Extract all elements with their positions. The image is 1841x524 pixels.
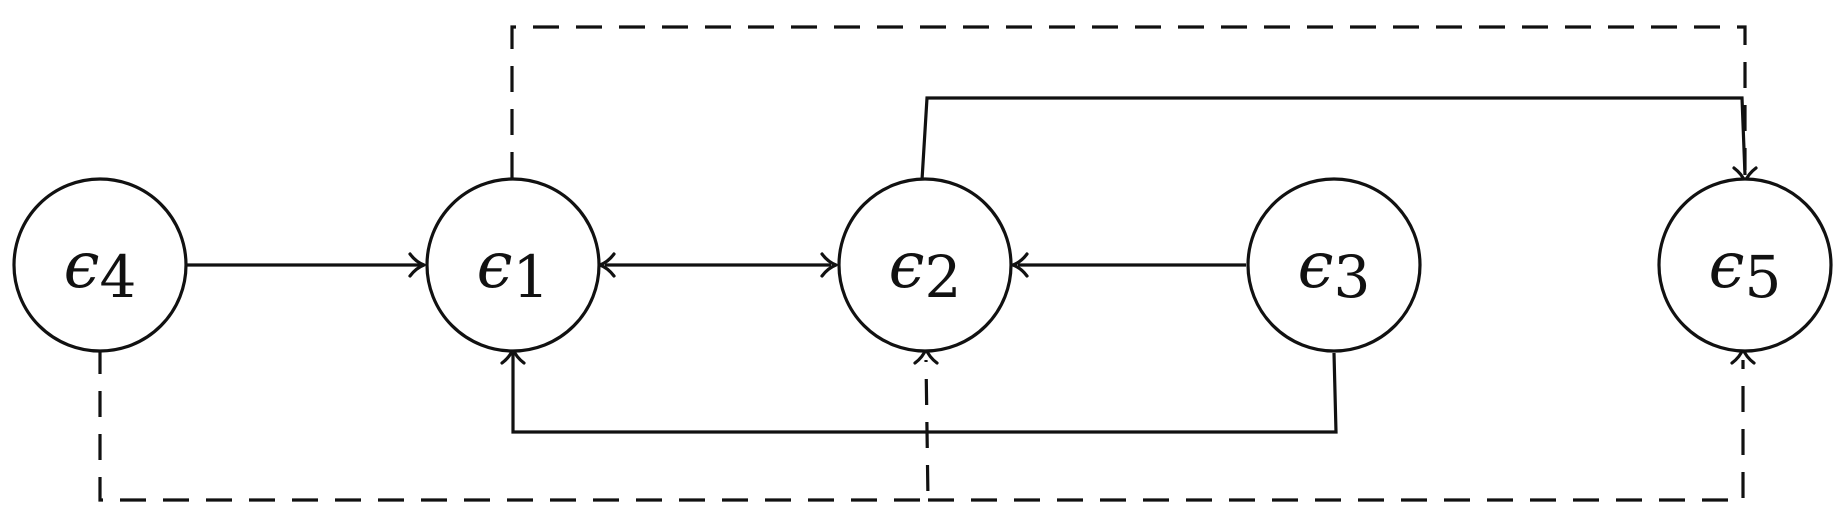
svg-text:ϵ4: ϵ4 — [64, 229, 137, 311]
edge-e2-e5 — [920, 96, 1747, 181]
edge-e1-e5-dashed — [510, 25, 1747, 178]
node-e5-symbol: ϵ — [1709, 229, 1745, 303]
svg-text:ϵ1: ϵ1 — [477, 229, 550, 311]
node-e3-subscript: 3 — [1333, 243, 1370, 311]
svg-text:ϵ2: ϵ2 — [889, 229, 962, 311]
node-e2-subscript: 2 — [924, 243, 961, 311]
node-e5: ϵ5 — [1657, 177, 1833, 353]
edge-e4-e2-dashed — [98, 348, 930, 502]
node-e1-subscript: 1 — [512, 243, 549, 311]
node-e4-symbol: ϵ — [64, 229, 100, 303]
node-e1: ϵ1 — [425, 177, 601, 353]
node-e5-subscript: 5 — [1744, 243, 1781, 311]
node-e3-symbol: ϵ — [1298, 229, 1334, 303]
arrowhead-e4-e1 — [408, 252, 426, 278]
node-e4: ϵ4 — [12, 177, 188, 353]
edge-e4-e5-dashed — [928, 360, 1745, 502]
arrowhead-e1-e2 — [820, 252, 838, 278]
arrowhead-e3-e2 — [1011, 252, 1029, 278]
node-e2-symbol: ϵ — [889, 229, 925, 303]
edge-e3-e1 — [511, 352, 1338, 434]
svg-text:ϵ5: ϵ5 — [1709, 229, 1782, 311]
node-e3: ϵ3 — [1246, 177, 1422, 353]
node-e4-subscript: 4 — [99, 243, 136, 311]
node-e1-symbol: ϵ — [477, 229, 513, 303]
node-e2: ϵ2 — [837, 177, 1013, 353]
svg-text:ϵ3: ϵ3 — [1298, 229, 1371, 311]
